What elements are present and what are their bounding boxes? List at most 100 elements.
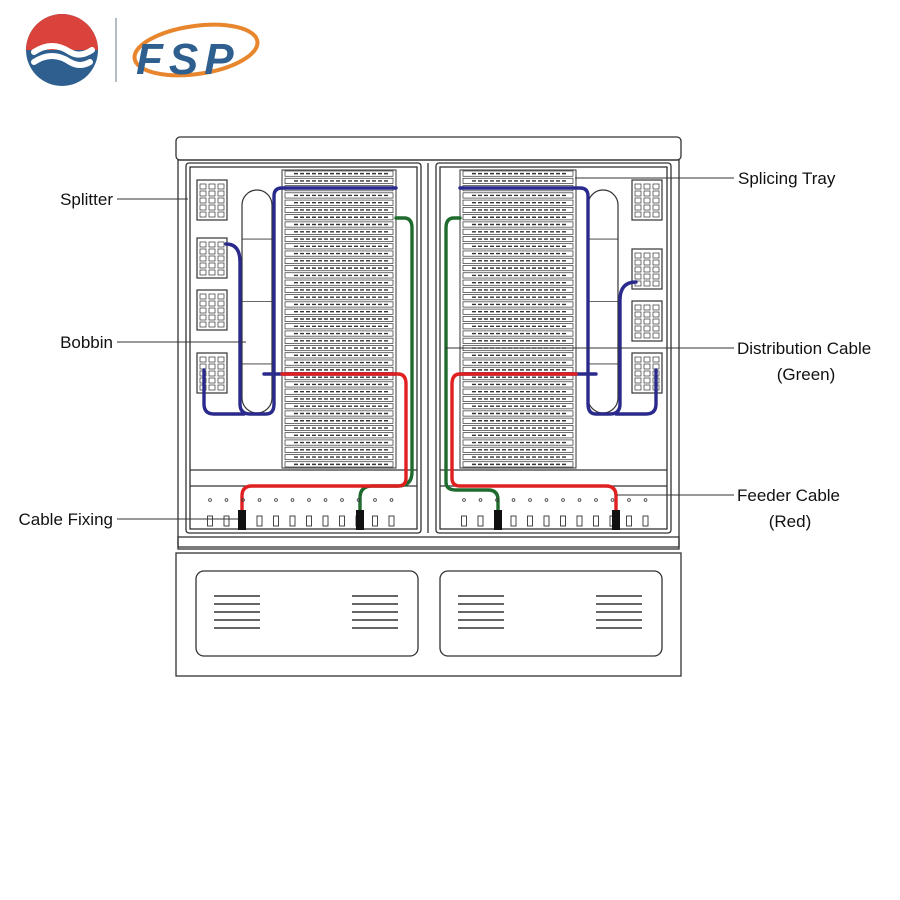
splitter-port [199,356,207,363]
splitter-port [199,211,207,218]
splitter-port [652,252,660,259]
splicing-tray [462,177,574,184]
splitter-port [643,377,651,384]
cable-fixing-clip [372,515,378,527]
splitter-module [196,179,228,221]
splitter-port [652,266,660,273]
cable-fixing-clip [306,515,312,527]
label-distribution-cable: Distribution Cable [737,339,871,358]
splicing-tray [284,221,394,228]
splitter-port [643,204,651,211]
cable-clamp [238,510,246,530]
cable-clamp [494,510,502,530]
label-feeder-cable: Feeder Cable [737,486,840,505]
splitter-port [199,190,207,197]
splicing-tray [462,323,574,330]
splitter-port [634,377,642,384]
splitter-port [208,314,216,321]
splicing-tray [462,286,574,293]
splicing-tray [284,279,394,286]
splicing-tray [284,236,394,243]
cable-fixing-clip [289,515,296,527]
splicing-tray [284,461,394,468]
splitter-port [217,300,225,307]
cable-fixing-clip [388,515,395,527]
splitter-port [217,197,225,204]
distribution-cable-right [444,216,500,524]
fixing-hole [356,498,361,502]
splitter-port [634,204,642,211]
splicing-tray [284,410,394,417]
splicing-tray [284,199,394,206]
splitter-module [631,300,663,342]
cable-fixing-clip [510,515,517,527]
splitter-port [217,307,225,314]
fixing-hole [290,498,295,502]
splicing-tray [462,228,574,235]
tray-stack-frame [281,169,397,469]
splicing-tray [284,446,394,453]
splicing-tray [462,199,574,206]
splicing-tray [284,192,394,199]
splitter-module [196,237,228,279]
fixing-hole [561,498,565,502]
splitter-port [199,204,207,211]
splicing-tray [462,316,574,322]
splitter-port [643,332,651,339]
splitter-port [208,300,216,307]
splicing-tray [284,286,394,293]
splitter-port [634,318,642,325]
splicing-tray [284,323,394,330]
splitter-port [208,269,216,276]
fixing-hole [627,498,631,502]
splicing-tray [462,425,574,432]
cables [202,186,658,524]
fixing-hole [274,498,278,502]
company-logo: FSP [26,14,260,86]
splicing-tray [462,432,574,439]
fixing-hole [208,498,212,502]
splicing-tray [462,206,574,213]
label-distribution-cable-color: (Green) [777,365,836,384]
fixing-hole [478,498,483,502]
splitter-port [652,204,660,211]
splitter-module [631,248,663,290]
splitter-port [643,259,651,266]
splicing-tray [462,337,574,344]
splitter-port [208,204,216,211]
splitter-port [217,255,225,262]
splitter-port [199,262,207,269]
splitter-port [652,183,660,190]
splitter-port [199,314,207,321]
splitter-port [208,363,216,370]
splitter-port [652,318,660,325]
splicing-tray [284,228,394,235]
vent-panel-left [195,570,419,657]
splitter-port [643,273,651,280]
splitter-port [208,293,216,300]
splitter-port [199,197,207,204]
fixing-hole [495,498,499,502]
splitter-port [208,262,216,269]
splitter-port [208,370,216,377]
splitter-port [217,321,225,328]
splitter-port [643,190,651,197]
splicing-tray [284,214,394,221]
splicing-tray [462,454,574,461]
splitter-port [208,377,216,384]
splicing-tray [462,388,574,395]
logo-swoosh-icon [132,22,260,78]
splicing-tray [284,177,394,184]
fixing-hole [643,498,648,502]
splitter-port [199,363,207,370]
splitter-port [652,325,660,332]
splicing-tray [284,308,394,315]
splitter-port [634,252,642,259]
splitter-port [217,293,225,300]
tray-stack-frame [459,169,577,469]
splitter-port [217,183,225,190]
splitter-port [217,314,225,321]
splicing-tray [462,417,574,424]
splitter-port [199,183,207,190]
